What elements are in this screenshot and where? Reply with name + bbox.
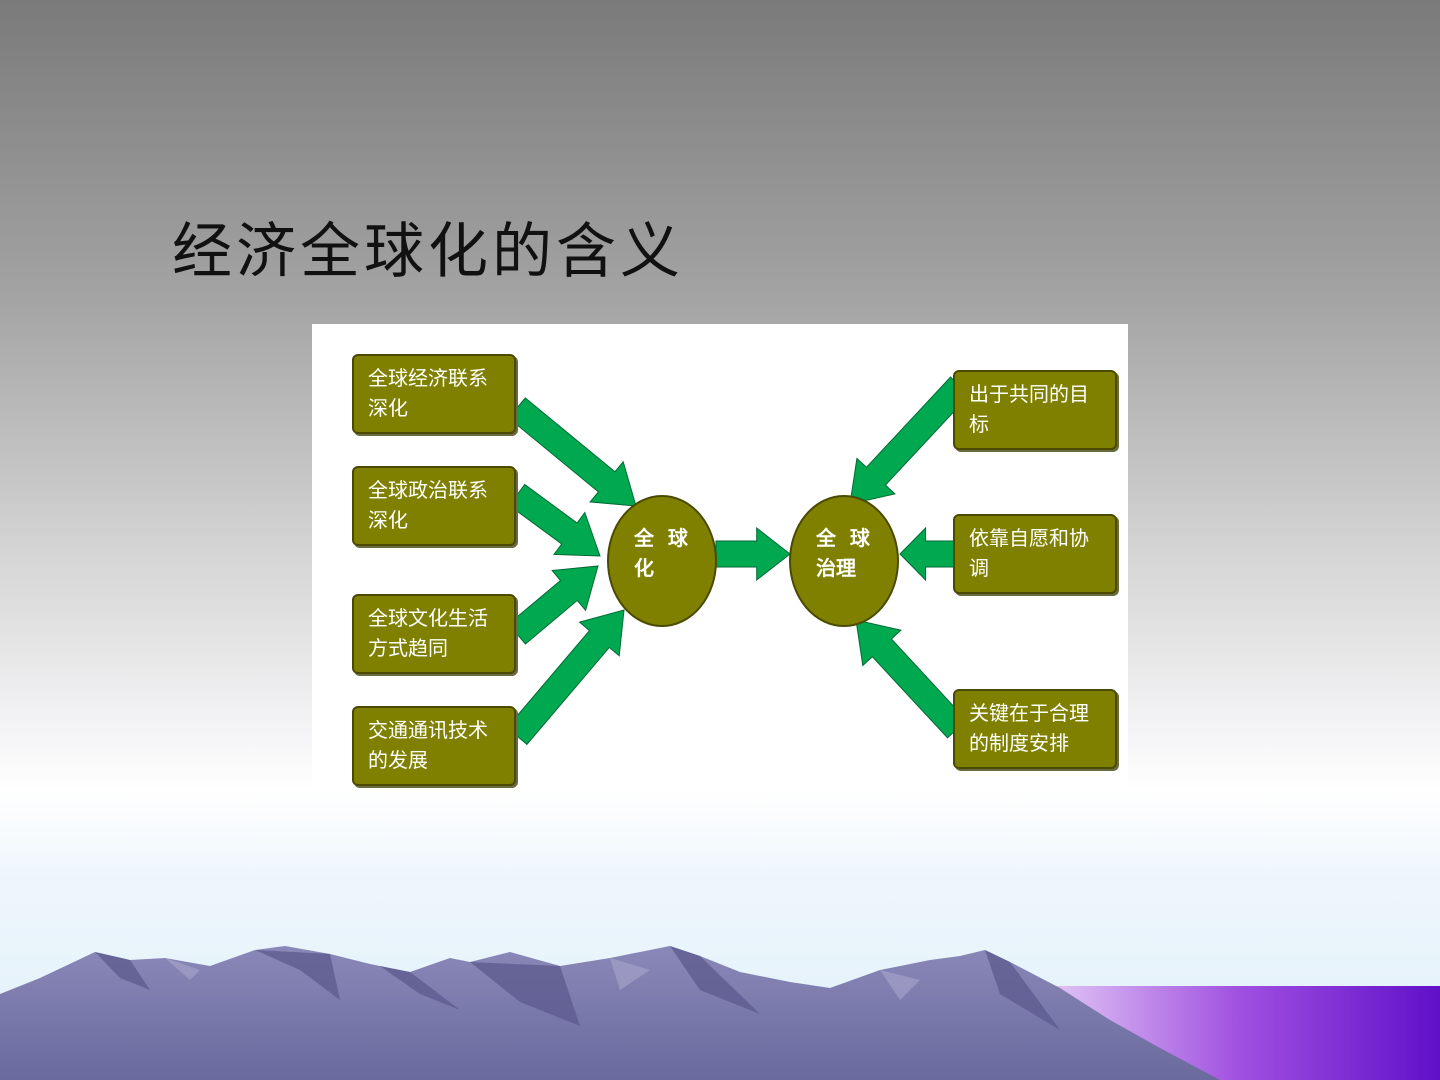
arrow-cultural-to-globalization bbox=[507, 565, 599, 645]
arrow-voluntary-to-governance bbox=[899, 526, 958, 582]
arrow-technology-to-globalization bbox=[506, 609, 625, 746]
mountain-landscape bbox=[0, 946, 1440, 1080]
left-box-political: 全球政治联系 深化 bbox=[352, 466, 516, 546]
center-label-globalization: 全 球 化 bbox=[634, 526, 688, 580]
left-box-technology-text: 交通通讯技术 的发展 bbox=[368, 718, 488, 772]
left-box-cultural-text: 全球文化生活 方式趋同 bbox=[368, 606, 488, 660]
right-box-institutions: 关键在于合理 的制度安排 bbox=[953, 689, 1117, 769]
center-ellipse-governance bbox=[789, 495, 899, 627]
arrow-political-to-globalization bbox=[508, 483, 601, 557]
center-ellipse-globalization bbox=[607, 495, 717, 627]
center-label-governance: 全 球 治理 bbox=[816, 526, 870, 580]
right-box-common-goal-text: 出于共同的目 标 bbox=[969, 382, 1089, 436]
right-box-voluntary: 依靠自愿和协 调 bbox=[953, 514, 1117, 594]
slide-title: 经济全球化的含义 bbox=[172, 217, 684, 287]
arrow-globalization-to-governance bbox=[715, 526, 791, 582]
arrow-group bbox=[506, 376, 971, 746]
left-box-technology: 交通通讯技术 的发展 bbox=[352, 706, 516, 786]
diagram-panel: 全球经济联系 深化 全球政治联系 深化 全球文化生活 方式趋同 交通通讯技术 的… bbox=[312, 324, 1128, 792]
arrow-economic-to-globalization bbox=[507, 397, 637, 507]
right-box-institutions-text: 关键在于合理 的制度安排 bbox=[969, 701, 1089, 755]
left-box-economic: 全球经济联系 深化 bbox=[352, 354, 516, 434]
arrow-common-goal-to-governance bbox=[849, 376, 971, 505]
left-box-political-text: 全球政治联系 深化 bbox=[368, 478, 488, 532]
right-box-common-goal: 出于共同的目 标 bbox=[953, 370, 1117, 450]
left-box-cultural: 全球文化生活 方式趋同 bbox=[352, 594, 516, 674]
left-box-economic-text: 全球经济联系 深化 bbox=[368, 366, 488, 420]
right-box-voluntary-text: 依靠自愿和协 调 bbox=[969, 526, 1089, 580]
arrow-institutions-to-governance bbox=[855, 619, 968, 739]
